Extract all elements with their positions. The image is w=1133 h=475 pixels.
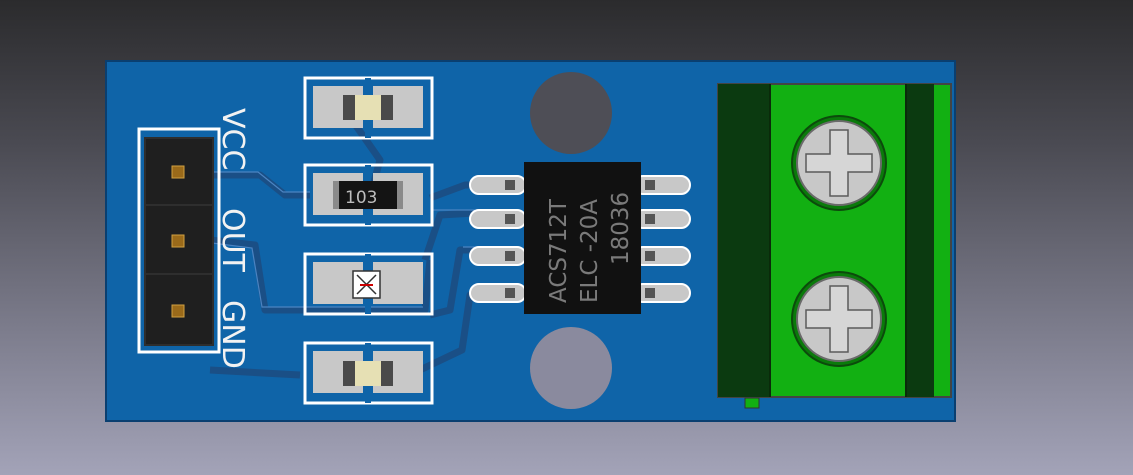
screw-bottom-icon — [791, 271, 887, 367]
component-middle — [303, 252, 434, 316]
pin-header — [137, 127, 221, 354]
chip-pads — [469, 175, 691, 303]
chip-line-2: ELC -20A — [577, 199, 603, 303]
chip-line-1: ACS712T — [546, 198, 572, 303]
screw-terminal-block — [717, 83, 952, 409]
pin-label-out: OUT — [215, 208, 250, 273]
mounting-hole-top — [530, 72, 612, 154]
component-bottom — [303, 341, 434, 405]
pin-vcc — [171, 165, 185, 179]
pin-label-vcc: VCC — [215, 108, 250, 170]
pin-out — [171, 234, 185, 248]
chip-line-3: 18036 — [608, 192, 634, 265]
acs712-chip — [524, 162, 641, 314]
screw-top-icon — [791, 115, 887, 211]
pin-label-gnd: GND — [215, 300, 250, 369]
mounting-hole-bottom — [530, 327, 612, 409]
resistor-103: 103 — [303, 163, 434, 227]
pin-gnd — [171, 304, 185, 318]
resistor-marking: 103 — [345, 188, 377, 208]
component-top — [303, 76, 434, 140]
